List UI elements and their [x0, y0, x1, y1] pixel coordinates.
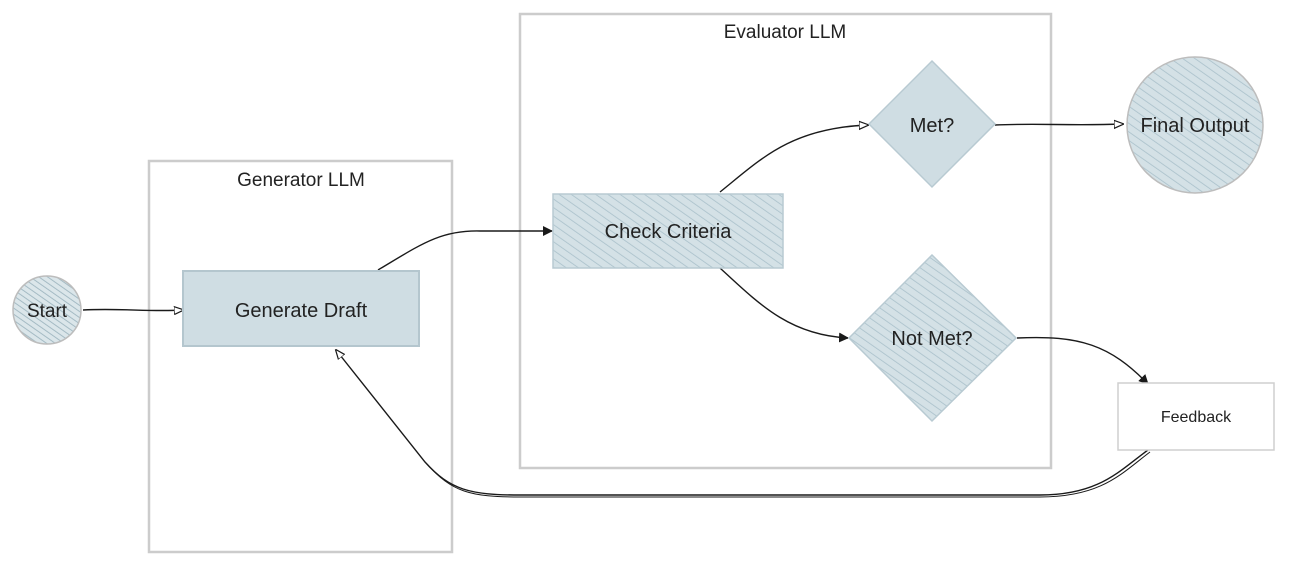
start-circle [12, 275, 82, 345]
node-start-label: Start [27, 301, 68, 322]
met-diamond [867, 59, 997, 189]
edge-feedback-to-generate [336, 350, 1149, 496]
edge-generate-to-check [377, 226, 553, 271]
node-notmet-label: Not Met? [891, 328, 972, 350]
node-feedback: Feedback [1117, 382, 1275, 451]
node-feedback-label: Feedback [1161, 409, 1232, 426]
feedback-box [1117, 382, 1275, 451]
node-final-output: Final Output [1126, 56, 1264, 194]
edge-notmet-to-feedback [1016, 336, 1149, 385]
node-check-criteria: Check Criteria [552, 193, 784, 269]
node-generate-draft: Generate Draft [182, 270, 420, 347]
generate-draft-box [182, 270, 420, 347]
not-met-diamond [847, 253, 1018, 423]
final-output-circle [1126, 56, 1264, 194]
edge-check-to-met [719, 125, 868, 193]
node-final-label: Final Output [1141, 115, 1250, 137]
edges [82, 124, 1151, 498]
group-generator-border [147, 159, 454, 554]
edge-start-to-generate [82, 309, 183, 310]
group-evaluator: Evaluator LLM [518, 12, 1053, 470]
node-not-met: Not Met? [847, 253, 1018, 423]
group-evaluator-border [518, 12, 1053, 470]
node-met-label: Met? [910, 115, 954, 137]
edge-check-to-notmet [719, 267, 849, 343]
node-generate-label: Generate Draft [235, 300, 368, 322]
group-evaluator-label: Evaluator LLM [724, 22, 847, 43]
check-criteria-box [552, 193, 784, 269]
node-start: Start [12, 275, 82, 345]
group-generator-label: Generator LLM [237, 170, 365, 191]
node-met: Met? [867, 59, 997, 189]
edge-met-to-final [994, 124, 1123, 125]
group-generator: Generator LLM [147, 159, 454, 554]
node-check-label: Check Criteria [605, 221, 733, 243]
